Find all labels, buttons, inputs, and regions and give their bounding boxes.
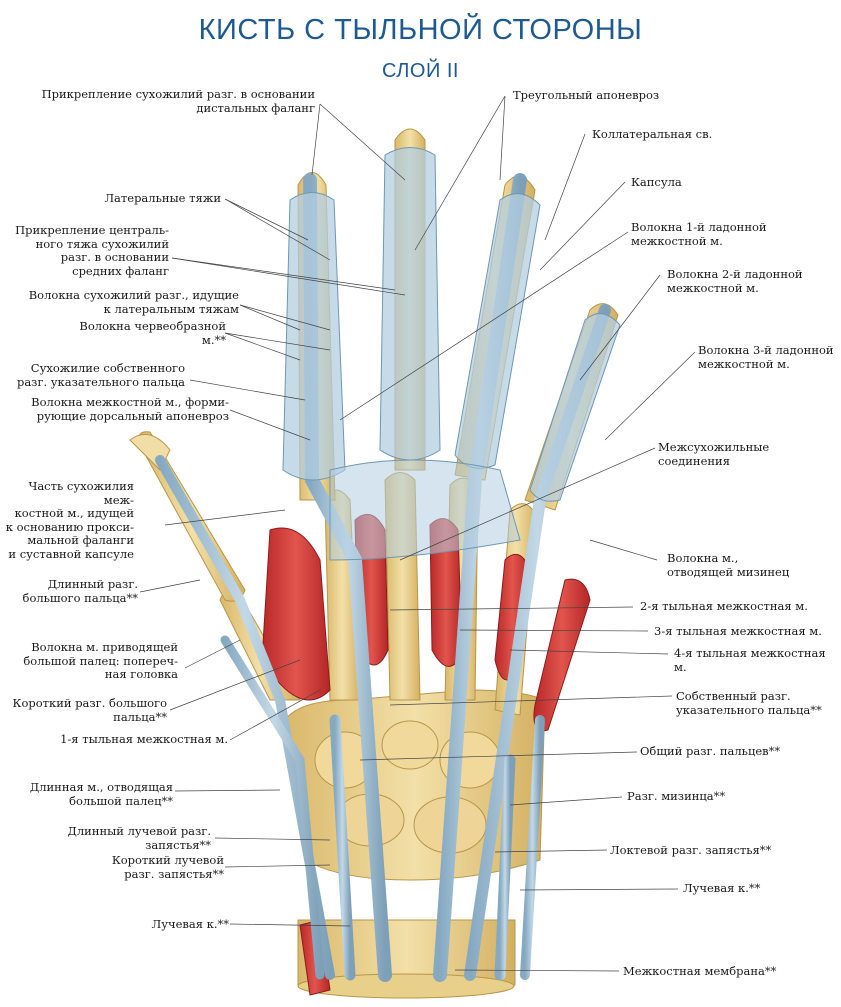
label-radius-left: Лучевая к.** [151, 917, 229, 931]
label-lateral-bands: Латеральные тяжи [104, 191, 221, 205]
main-title: КИСТЬ С ТЫЛЬНОЙ СТОРОНЫ [198, 14, 643, 46]
leader-lines [139, 95, 696, 972]
sub-title: СЛОЙ II [381, 60, 459, 82]
label-second-dorsal-interosseous: 2-я тыльная межкостная м. [640, 599, 808, 613]
label-palmar-interosseous-3: Волокна 3-й ладонной межкостной м. [698, 343, 834, 371]
label-central-slip-insertion: Прикрепление централь- ного тяжа сухожил… [15, 223, 169, 278]
label-extensor-pollicis-longus: Длинный разг. большого пальца** [22, 577, 138, 605]
label-interosseous-fibers: Волокна межкостной м., форми- рующие дор… [31, 395, 229, 423]
label-extensor-digiti-minimi: Разг. мизинца** [627, 789, 726, 803]
dorsal-aponeurosis [282, 147, 621, 561]
label-extensor-digitorum: Общий разг. пальцев** [640, 744, 781, 758]
label-palmar-interosseous-1: Волокна 1-й ладонной межкостной м. [631, 220, 767, 248]
label-collateral-ligament: Коллатеральная св. [592, 127, 713, 141]
label-extensor-indicis-tendon: Сухожилие собственного разг. указательно… [16, 361, 185, 389]
label-ecrb: Короткий лучевой разг. запястья** [111, 853, 224, 881]
label-fourth-dorsal-interosseous: 4-я тыльная межкостная м. [674, 646, 826, 674]
label-triangular-aponeurosis: Треугольный апоневроз [513, 88, 660, 102]
label-radius-right: Лучевая к.** [683, 881, 761, 895]
label-lumbrical-fibers: Волокна червеобразной м.** [79, 319, 226, 347]
label-juncturae-tendinum: Межсухожильные соединения [658, 440, 770, 468]
label-first-dorsal-interosseous: 1-я тыльная межкостная м. [60, 732, 228, 746]
label-extensor-fibers-lateral: Волокна сухожилий разг., идущие к латера… [28, 288, 239, 316]
label-interosseous-membrane: Межкостная мембрана** [623, 964, 777, 978]
label-palmar-interosseous-2: Волокна 2-й ладонной межкостной м. [667, 267, 803, 295]
label-abductor-digiti-minimi: Волокна м., отводящей мизинец [667, 551, 790, 579]
label-extensor-indicis: Собственный разг. указательного пальца** [676, 689, 822, 717]
label-adductor-pollicis: Волокна м. приводящей большой палец: поп… [23, 640, 178, 681]
label-ecu: Локтевой разг. запястья** [610, 843, 772, 857]
label-abductor-pollicis-longus: Длинная м., отводящая большой палец** [29, 780, 173, 808]
label-capsule: Капсула [631, 175, 682, 189]
label-distal-insertion: Прикрепление сухожилий разг. в основании… [41, 87, 315, 115]
dorsal-interossei-muscles [261, 513, 591, 996]
label-interosseous-tendon-part: Часть сухожилия меж- костной м., идущей … [5, 479, 134, 561]
label-ecrl: Длинный лучевой разг. запястья** [67, 824, 212, 852]
label-third-dorsal-interosseous: 3-я тыльная межкостная м. [654, 624, 822, 638]
label-extensor-pollicis-brevis: Короткий разг. большого пальца** [12, 696, 167, 724]
